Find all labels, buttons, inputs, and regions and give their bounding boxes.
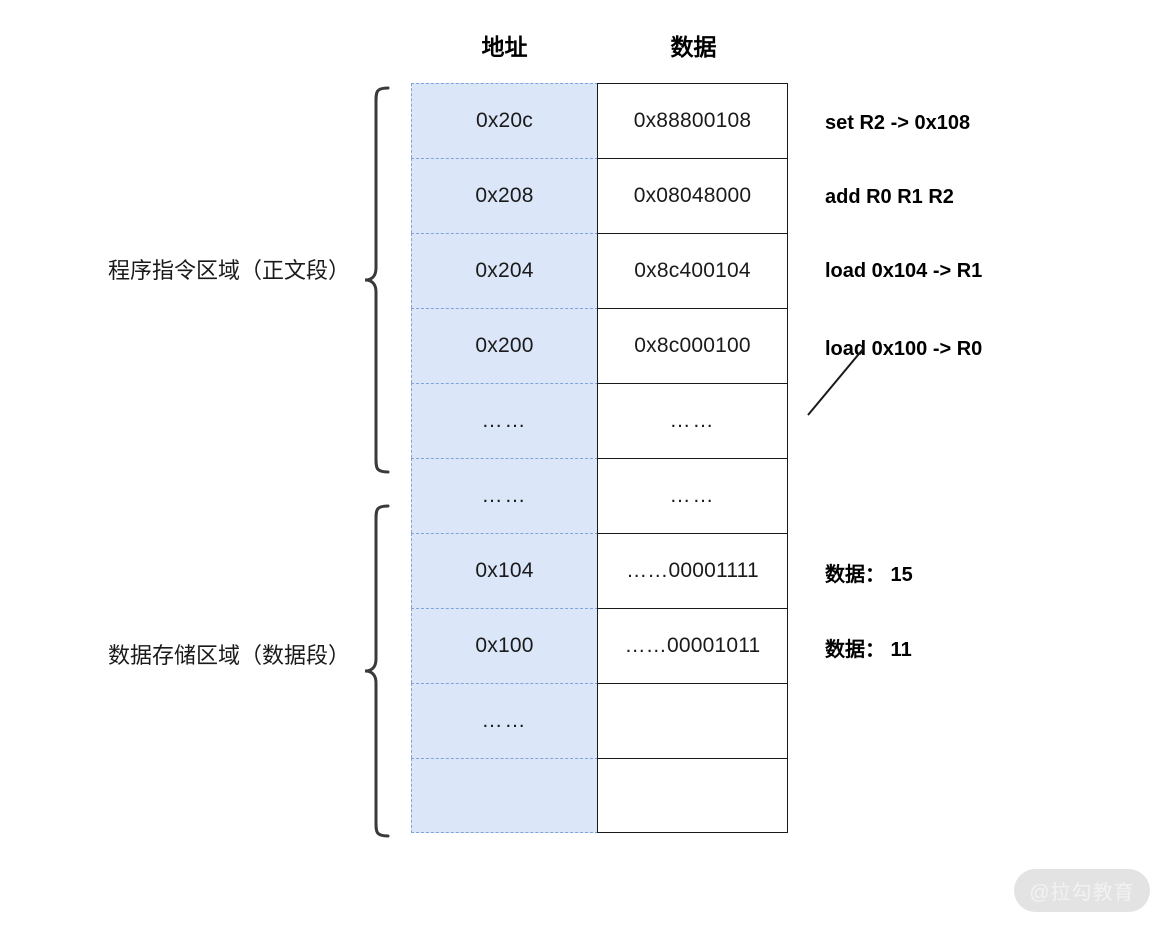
region-label-text-segment: 程序指令区域（正文段）	[107, 258, 350, 283]
table-row: 0x204 0x8c400104	[411, 233, 789, 308]
memory-table: 0x20c 0x88800108 0x208 0x08048000 0x204 …	[411, 83, 789, 833]
leader-line-icon	[807, 348, 864, 416]
table-row: …… ……	[411, 383, 789, 458]
annotation-data-15: 数据： 15	[825, 564, 913, 586]
table-row	[411, 758, 789, 833]
address-cell: ……	[411, 383, 598, 458]
data-cell: ……00001011	[597, 608, 788, 683]
region-label-data-segment: 数据存储区域（数据段）	[107, 643, 350, 668]
column-header-address: 地址	[481, 34, 528, 60]
annotation-set-r2: set R2 -> 0x108	[825, 112, 971, 134]
table-row: …… ……	[411, 458, 789, 533]
column-header-data: 数据	[670, 34, 717, 60]
table-row: 0x20c 0x88800108	[411, 83, 789, 158]
table-row: 0x104 ……00001111	[411, 533, 789, 608]
address-cell: 0x20c	[411, 83, 598, 158]
data-cell	[597, 758, 788, 833]
address-cell: ……	[411, 683, 598, 758]
annotation-load-104: load 0x104 -> R1	[825, 260, 983, 282]
data-cell: 0x8c000100	[597, 308, 788, 383]
annotation-load-100: load 0x100 -> R0	[825, 338, 983, 360]
data-cell: 0x8c400104	[597, 233, 788, 308]
address-cell: 0x104	[411, 533, 598, 608]
table-row: ……	[411, 683, 789, 758]
table-row: 0x200 0x8c000100	[411, 308, 789, 383]
address-cell: ……	[411, 458, 598, 533]
brace-data-segment-icon	[364, 504, 390, 838]
address-cell: 0x100	[411, 608, 598, 683]
address-cell	[411, 758, 598, 833]
watermark: @拉勾教育	[1014, 869, 1150, 912]
data-cell: ……	[597, 383, 788, 458]
table-row: 0x100 ……00001011	[411, 608, 789, 683]
data-cell	[597, 683, 788, 758]
data-cell: ……	[597, 458, 788, 533]
data-cell: 0x08048000	[597, 158, 788, 233]
address-cell: 0x204	[411, 233, 598, 308]
address-cell: 0x200	[411, 308, 598, 383]
annotation-add: add R0 R1 R2	[825, 186, 954, 208]
data-cell: 0x88800108	[597, 83, 788, 158]
annotation-data-11: 数据： 11	[825, 639, 912, 661]
data-cell: ……00001111	[597, 533, 788, 608]
address-cell: 0x208	[411, 158, 598, 233]
brace-text-segment-icon	[364, 86, 390, 474]
table-row: 0x208 0x08048000	[411, 158, 789, 233]
